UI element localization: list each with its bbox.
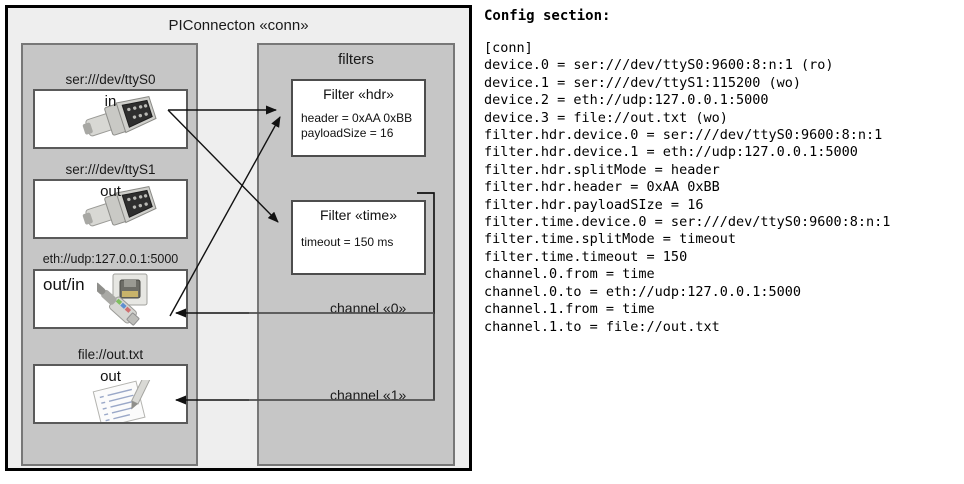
text-file-icon xyxy=(89,370,165,422)
device-eth-label: eth://udp:127.0.0.1:5000 xyxy=(42,252,179,266)
component-frame: PIConnecton «conn» ser:///dev/ttyS0 in xyxy=(5,5,472,471)
network-jack-icon xyxy=(92,273,186,327)
device-eth-box[interactable]: out/in xyxy=(33,269,188,329)
filter-hdr-title: Filter «hdr» xyxy=(323,86,394,102)
filter-time-box[interactable]: Filter «time» timeout = 150 ms xyxy=(291,200,426,275)
device-ttys1[interactable]: ser:///dev/ttyS1 out xyxy=(33,160,188,239)
device-ttys0[interactable]: ser:///dev/ttyS0 in xyxy=(33,70,188,149)
serial-port-icon xyxy=(80,184,170,235)
component-title: PIConnecton «conn» xyxy=(168,17,309,34)
device-ttys0-label: ser:///dev/ttyS0 xyxy=(65,72,156,87)
config-text[interactable]: [conn] device.0 = ser:///dev/ttyS0:9600:… xyxy=(484,40,891,335)
device-file-direction: out xyxy=(100,368,121,385)
devices-group: ser:///dev/ttyS0 in xyxy=(21,43,198,466)
device-ttys1-direction: out xyxy=(100,183,121,200)
device-ttys1-box[interactable]: out xyxy=(33,179,188,239)
device-ttys1-label: ser:///dev/ttyS1 xyxy=(65,162,156,177)
channel-0-label: channel «0» xyxy=(330,300,407,316)
device-ttys0-box[interactable]: in xyxy=(33,89,188,149)
filters-group-title: filters xyxy=(338,51,374,68)
filter-time-properties: timeout = 150 ms xyxy=(301,235,393,250)
filter-hdr-box[interactable]: Filter «hdr» header = 0xAA 0xBB payloadS… xyxy=(291,79,426,157)
device-file[interactable]: file://out.txt out xyxy=(33,345,188,424)
filter-hdr-prop-header: header = 0xAA 0xBB xyxy=(301,111,413,125)
device-file-box[interactable]: out xyxy=(33,364,188,424)
device-ttys0-direction: in xyxy=(104,93,117,110)
config-section: Config section: [conn] device.0 = ser://… xyxy=(484,0,964,484)
serial-port-icon xyxy=(80,94,170,145)
device-eth[interactable]: eth://udp:127.0.0.1:5000 out/in xyxy=(33,250,188,329)
filter-hdr-properties: header = 0xAA 0xBB payloadSize = 16 xyxy=(301,111,412,141)
config-heading: Config section: xyxy=(484,8,611,24)
channel-1-label: channel «1» xyxy=(330,387,407,403)
filter-time-prop-timeout: timeout = 150 ms xyxy=(301,235,394,249)
device-file-label: file://out.txt xyxy=(77,347,144,362)
filter-hdr-prop-payloadsize: payloadSize = 16 xyxy=(301,126,394,140)
device-eth-direction: out/in xyxy=(43,275,85,294)
filter-time-title: Filter «time» xyxy=(319,207,398,223)
